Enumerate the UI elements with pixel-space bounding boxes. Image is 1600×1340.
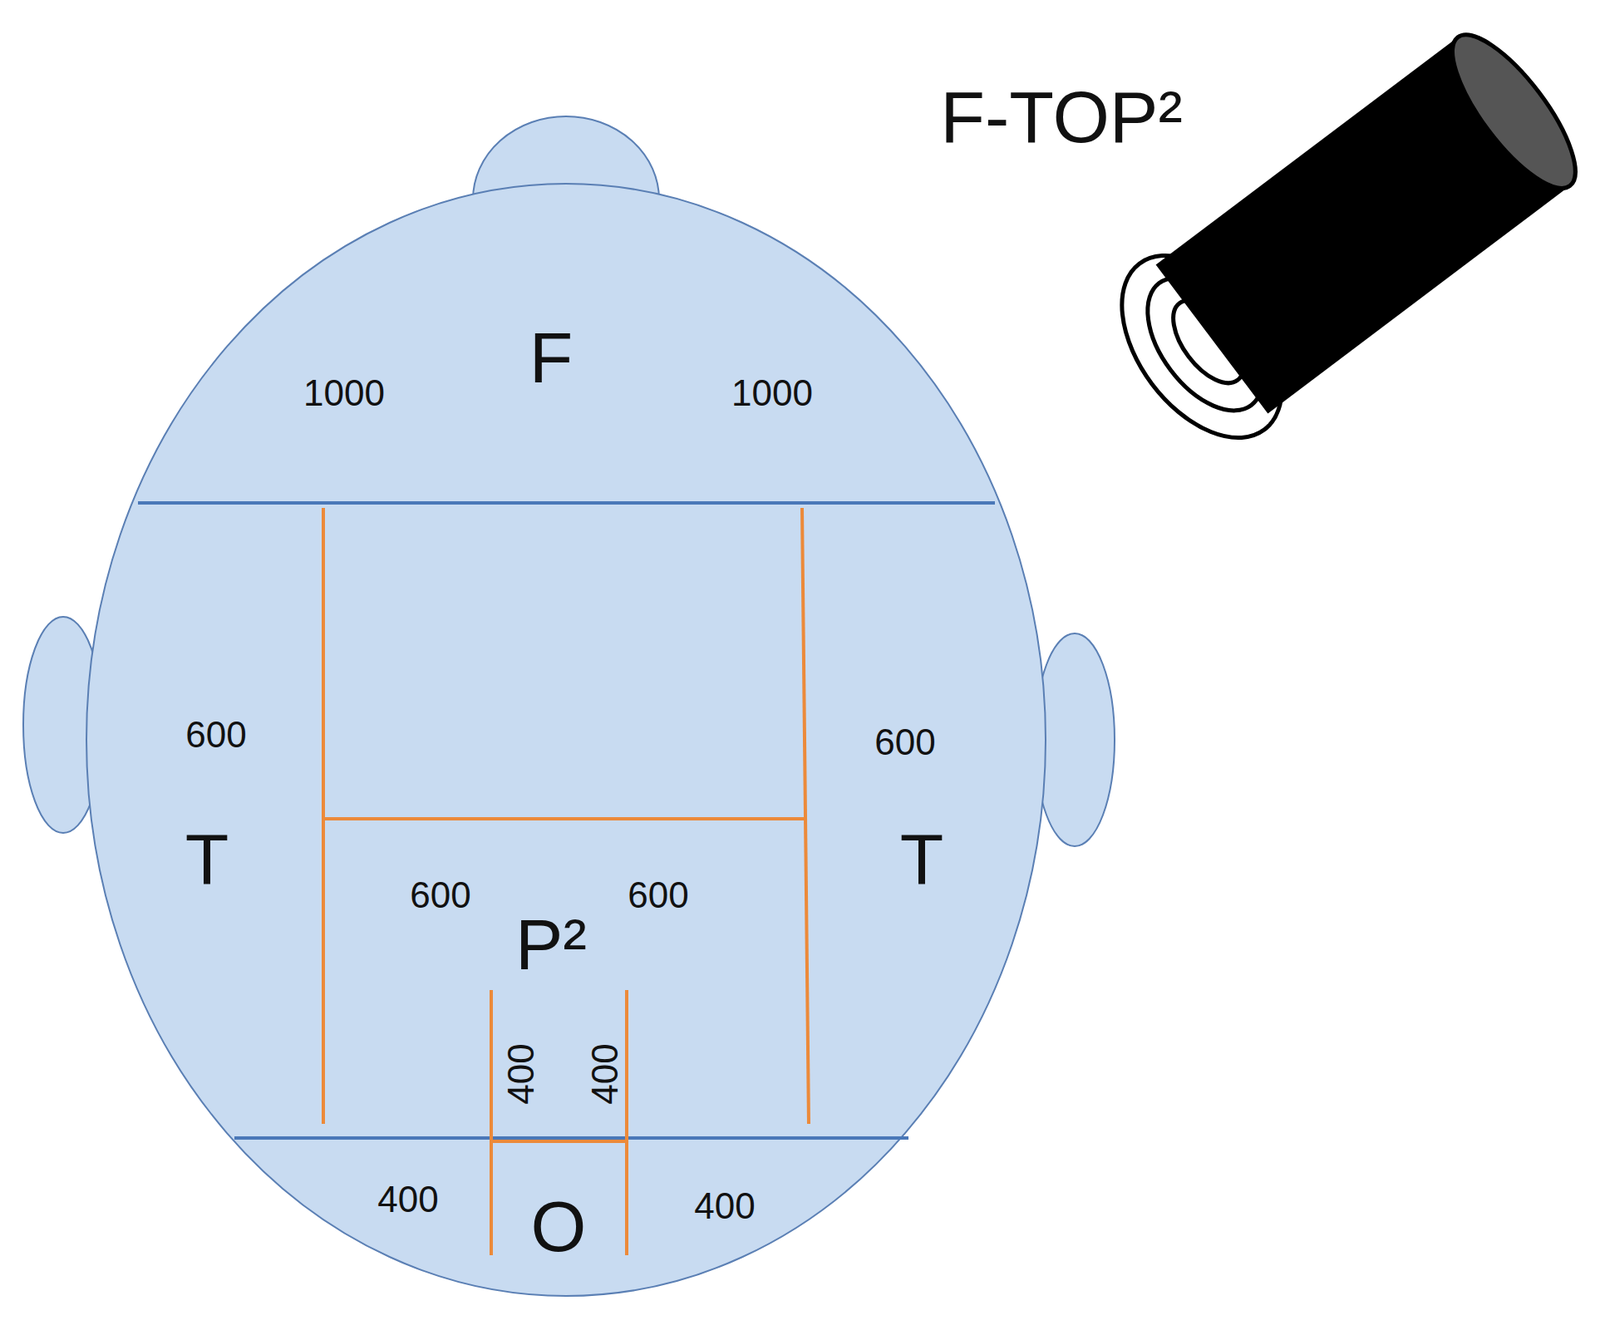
- pulse-count: 1000: [731, 374, 813, 412]
- pulse-count: 600: [627, 876, 689, 914]
- orange-line: [323, 817, 808, 821]
- region-letter: P²: [515, 908, 587, 980]
- tms-coil: [1089, 9, 1600, 468]
- frontal-border: [137, 501, 995, 505]
- orange-line: [491, 1139, 627, 1143]
- pulse-count: 600: [874, 723, 936, 761]
- occipital-border: [234, 1136, 909, 1140]
- region-borders: [137, 502, 995, 1138]
- orange-lines: [323, 507, 809, 1256]
- pulse-count: 400: [586, 1043, 624, 1104]
- region-letter: T: [900, 822, 945, 895]
- orange-line: [625, 989, 629, 1256]
- pulse-count: 600: [185, 716, 247, 754]
- pulse-count: 400: [377, 1181, 439, 1218]
- right-ear: [1034, 633, 1115, 847]
- region-letter: O: [531, 1190, 587, 1262]
- region-letter: T: [185, 822, 230, 895]
- orange-line: [321, 507, 325, 1124]
- head-outline: [23, 116, 1115, 1296]
- region-letter: F: [529, 321, 574, 394]
- pulse-count: 400: [694, 1187, 755, 1225]
- device-label: F-TOP²: [940, 80, 1183, 154]
- pulse-count: 1000: [303, 374, 385, 412]
- coil-end: [1432, 18, 1596, 206]
- head: [86, 183, 1046, 1296]
- pulse-count: 400: [502, 1043, 540, 1104]
- pulse-count: 600: [409, 876, 471, 914]
- orange-line: [489, 989, 493, 1256]
- orange-line: [802, 507, 809, 1124]
